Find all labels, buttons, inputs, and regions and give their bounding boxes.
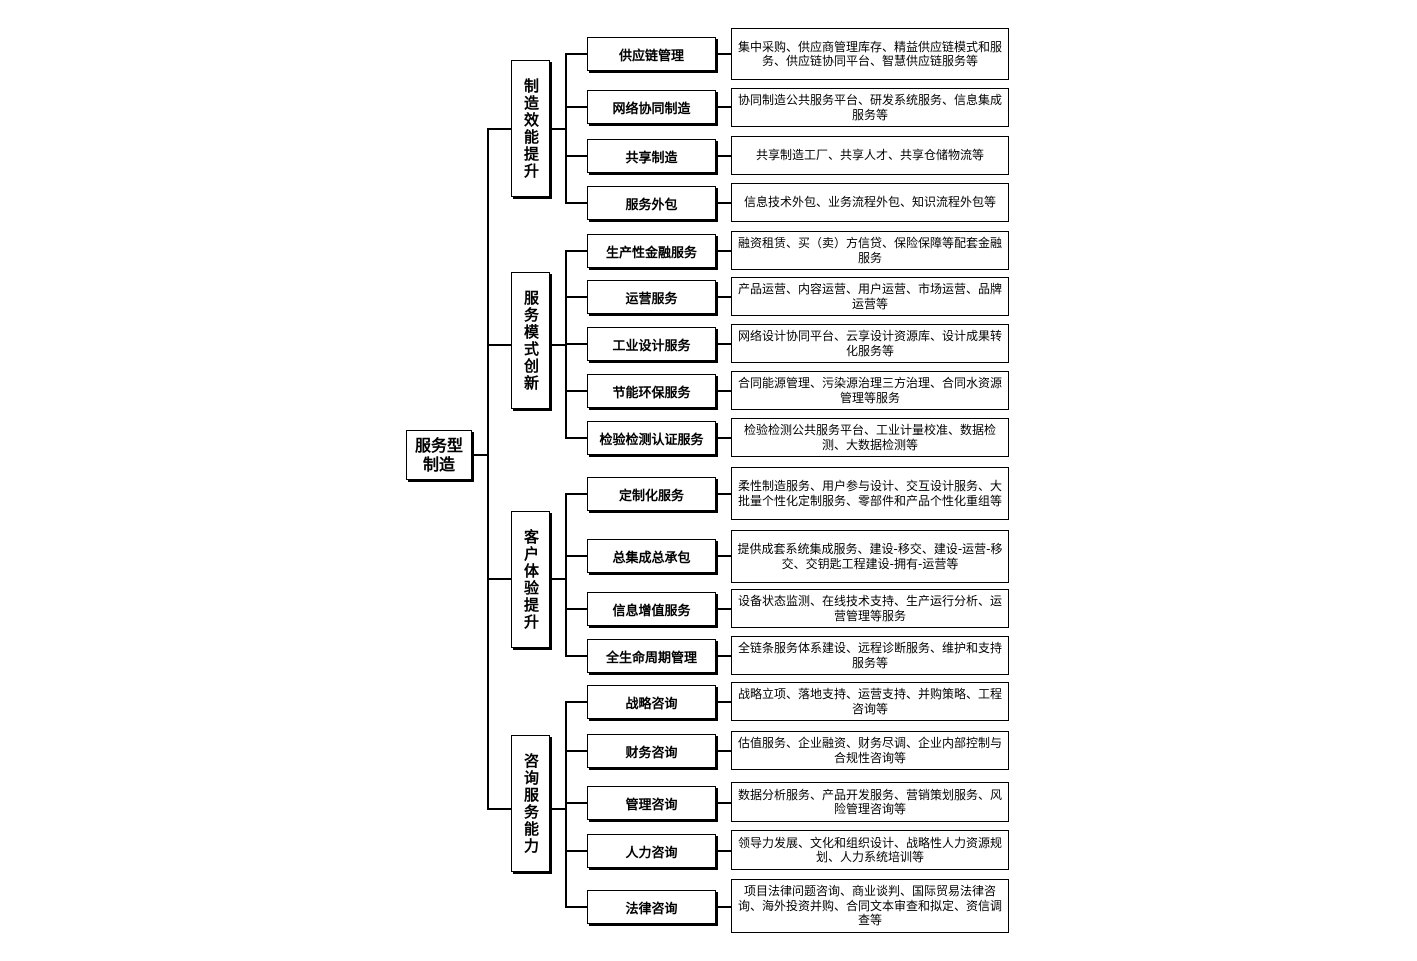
detail-connector — [716, 437, 731, 439]
cat3-spine — [565, 493, 567, 656]
cat4-spine — [565, 701, 567, 907]
detail-strategy-consulting: 战略立项、落地支持、运营支持、并购策略、工程咨询等 — [731, 682, 1009, 721]
detail-connector — [716, 343, 731, 345]
branch-line — [487, 128, 511, 130]
item-connector — [565, 493, 587, 495]
detail-legal-consulting: 项目法律问题咨询、商业谈判、国际贸易法律咨询、海外投资并购、合同文本审查和拟定、… — [731, 879, 1009, 933]
detail-information-value-added-services: 设备状态监测、在线技术支持、生产运行分析、运营管理等服务 — [731, 589, 1009, 628]
detail-inspection-certification-services: 检验检测公共服务平台、工业计量校准、数据检测、大数据检测等 — [731, 418, 1009, 457]
detail-total-integration-contracting: 提供成套系统集成服务、建设-移交、建设-运营-移交、交钥匙工程建设-拥有-运营等 — [731, 530, 1009, 583]
item-connector — [565, 750, 587, 752]
detail-connector — [716, 250, 731, 252]
detail-connector — [716, 493, 731, 495]
item-connector — [565, 555, 587, 557]
detail-connector — [716, 106, 731, 108]
detail-network-collaborative-manufacturing: 协同制造公共服务平台、研发系统服务、信息集成服务等 — [731, 88, 1009, 127]
detail-operation-services: 产品运营、内容运营、用户运营、市场运营、品牌运营等 — [731, 277, 1009, 316]
detail-connector — [716, 53, 731, 55]
cat1-connector — [550, 128, 567, 130]
item-management-consulting: 管理咨询 — [587, 786, 716, 820]
item-connector — [565, 106, 587, 108]
item-connector — [565, 53, 587, 55]
item-network-collaborative-manufacturing: 网络协同制造 — [587, 90, 716, 124]
item-inspection-certification-services: 检验检测认证服务 — [587, 421, 716, 455]
item-connector — [565, 802, 587, 804]
root-connector — [472, 454, 489, 456]
detail-connector — [716, 802, 731, 804]
detail-connector — [716, 555, 731, 557]
category-consulting-capability: 咨询服务能力 — [511, 735, 550, 872]
root-node: 服务型制造 — [406, 430, 472, 480]
detail-connector — [716, 202, 731, 204]
item-connector — [565, 437, 587, 439]
item-connector — [565, 390, 587, 392]
item-connector — [565, 608, 587, 610]
detail-productive-financial-services: 融资租赁、买（卖）方信贷、保险保障等配套金融服务 — [731, 231, 1009, 270]
detail-connector — [716, 155, 731, 157]
detail-connector — [716, 906, 731, 908]
item-connector — [565, 655, 587, 657]
detail-connector — [716, 750, 731, 752]
item-connector — [565, 343, 587, 345]
item-connector — [565, 906, 587, 908]
item-total-integration-contracting: 总集成总承包 — [587, 539, 716, 573]
item-strategy-consulting: 战略咨询 — [587, 685, 716, 719]
category-customer-experience: 客户体验提升 — [511, 511, 550, 648]
item-shared-manufacturing: 共享制造 — [587, 139, 716, 173]
branch-line — [487, 344, 511, 346]
item-connector — [565, 202, 587, 204]
detail-customization-services: 柔性制造服务、用户参与设计、交互设计服务、大批量个性化定制服务、零部件和产品个性… — [731, 467, 1009, 520]
cat3-connector — [550, 578, 567, 580]
item-operation-services: 运营服务 — [587, 280, 716, 314]
detail-industrial-design-services: 网络设计协同平台、云享设计资源库、设计成果转化服务等 — [731, 324, 1009, 363]
detail-connector — [716, 608, 731, 610]
item-energy-environmental-services: 节能环保服务 — [587, 374, 716, 408]
detail-financial-consulting: 估值服务、企业融资、财务尽调、企业内部控制与合规性咨询等 — [731, 731, 1009, 770]
detail-shared-manufacturing: 共享制造工厂、共享人才、共享仓储物流等 — [731, 136, 1009, 175]
cat4-connector — [550, 808, 567, 810]
item-hr-consulting: 人力咨询 — [587, 834, 716, 868]
detail-connector — [716, 655, 731, 657]
detail-service-outsourcing: 信息技术外包、业务流程外包、知识流程外包等 — [731, 183, 1009, 222]
item-connector — [565, 250, 587, 252]
item-connector — [565, 155, 587, 157]
item-connector — [565, 701, 587, 703]
detail-supply-chain-management: 集中采购、供应商管理库存、精益供应链模式和服务、供应链协同平台、智慧供应链服务等 — [731, 28, 1009, 80]
item-lifecycle-management: 全生命周期管理 — [587, 639, 716, 673]
item-financial-consulting: 财务咨询 — [587, 734, 716, 768]
item-information-value-added-services: 信息增值服务 — [587, 592, 716, 626]
branch-line — [487, 808, 511, 810]
detail-connector — [716, 701, 731, 703]
category-manufacturing-efficiency: 制造效能提升 — [511, 60, 550, 197]
branch-line — [487, 578, 511, 580]
cat2-connector — [550, 344, 567, 346]
trunk-line — [487, 128, 489, 810]
item-supply-chain-management: 供应链管理 — [587, 37, 716, 71]
item-industrial-design-services: 工业设计服务 — [587, 327, 716, 361]
item-customization-services: 定制化服务 — [587, 477, 716, 511]
detail-lifecycle-management: 全链条服务体系建设、远程诊断服务、维护和支持服务等 — [731, 636, 1009, 675]
detail-management-consulting: 数据分析服务、产品开发服务、营销策划服务、风险管理咨询等 — [731, 782, 1009, 822]
item-productive-financial-services: 生产性金融服务 — [587, 234, 716, 268]
detail-connector — [716, 850, 731, 852]
category-service-model-innovation: 服务模式创新 — [511, 272, 550, 409]
detail-energy-environmental-services: 合同能源管理、污染源治理三方治理、合同水资源管理等服务 — [731, 371, 1009, 410]
item-service-outsourcing: 服务外包 — [587, 186, 716, 220]
item-legal-consulting: 法律咨询 — [587, 890, 716, 924]
detail-connector — [716, 296, 731, 298]
detail-hr-consulting: 领导力发展、文化和组织设计、战略性人力资源规划、人力系统培训等 — [731, 830, 1009, 870]
detail-connector — [716, 390, 731, 392]
item-connector — [565, 296, 587, 298]
cat1-spine — [565, 53, 567, 204]
item-connector — [565, 850, 587, 852]
